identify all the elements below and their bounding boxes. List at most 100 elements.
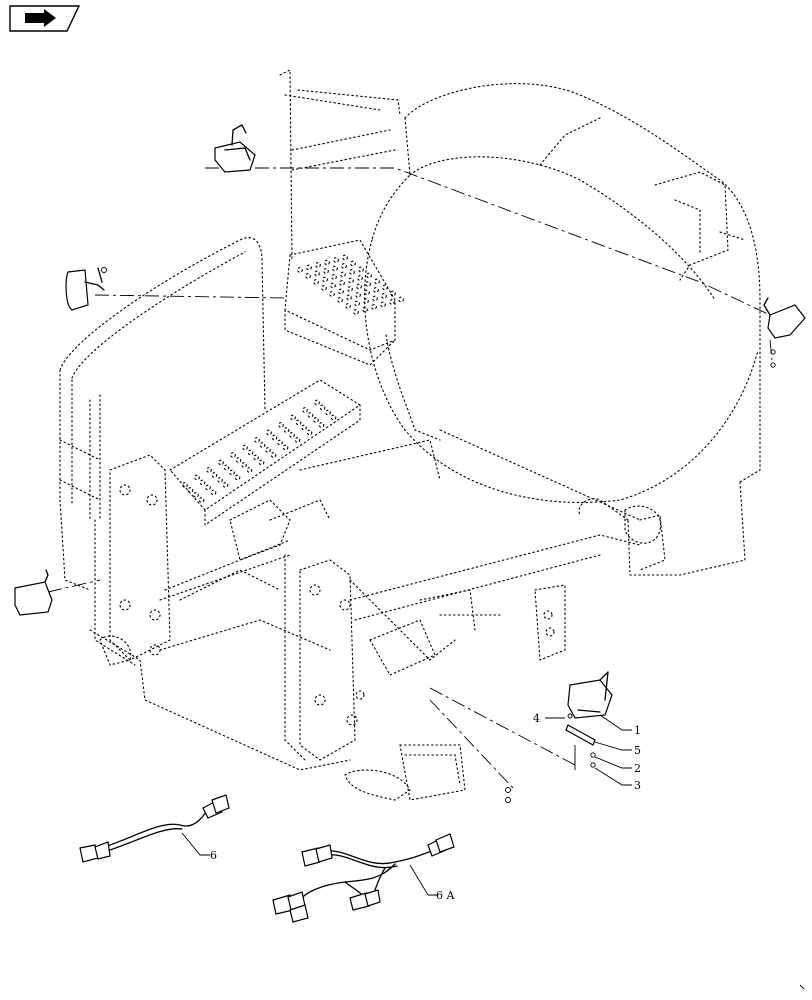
perforation [230,452,236,458]
perforation [242,444,248,451]
perforation [217,477,223,483]
perforation [314,399,320,406]
perforation [182,482,188,488]
perforation [234,474,241,481]
perforation [350,260,356,267]
handrail [59,237,266,591]
perforation [229,469,235,476]
perforation [222,482,229,488]
frame-holes [119,484,555,726]
perforation [258,459,265,466]
perforation [341,263,347,269]
callout-labels: 4 1 5 2 3 6 6 A [210,712,641,902]
callout-1: 1 [634,724,641,737]
perforation [315,262,321,268]
perforation [349,269,355,275]
perforation [373,287,379,293]
harness-6 [79,794,230,863]
perforation [194,474,200,481]
upper-step [284,239,396,366]
perforation [345,303,351,309]
perforation [354,300,360,307]
return-arrow-icon[interactable] [9,5,81,32]
corner-mark [799,984,805,990]
callout-2: 2 [634,762,641,775]
perforation [319,404,326,411]
perforation [380,301,386,308]
perforation [297,267,303,273]
perforation [277,439,283,446]
harness-6a [272,833,455,923]
perforation [259,442,266,448]
perforation [330,414,337,421]
perforation [372,295,378,302]
work-lamp-lower-left [14,569,53,616]
perforation [381,293,387,299]
perforation [193,492,199,498]
perforation [295,419,302,426]
callout-6: 6 [210,849,217,862]
perforation [321,285,327,291]
perforation [324,259,330,266]
perforation [199,479,206,486]
perforation [340,271,346,278]
perforation [289,432,295,438]
perforation [305,273,311,279]
perforation [353,309,359,315]
perforation [306,264,312,271]
perforation [270,452,277,458]
work-lamp-right [763,297,806,368]
perforation [348,277,354,284]
perforation [342,254,348,261]
perforation [366,272,372,279]
perforation [329,291,335,297]
perforation [307,412,314,418]
callout-3: 3 [634,779,641,792]
callout-4: 4 [533,712,540,725]
perforation [313,417,319,423]
perforation [223,464,230,471]
perforation [241,462,247,468]
perforation [283,427,290,433]
perforation [325,409,331,416]
perforation [330,282,336,289]
perforation [211,472,218,478]
perforation [323,268,329,274]
perforation [332,265,338,272]
perforation [254,437,260,443]
callout-5: 5 [634,744,641,757]
perforation [339,280,345,286]
perforation [271,434,278,441]
perforation [355,292,361,298]
perforation [362,306,368,313]
perforation [382,284,388,291]
perforation [290,414,296,421]
perforation [398,296,404,303]
perforation [371,304,377,310]
perforation [205,484,211,491]
perforation [253,454,259,461]
perforation [338,288,344,295]
perforation [318,422,325,428]
perforation [198,497,205,503]
assembly-leader-lines [47,167,773,791]
perforation [365,281,371,287]
perforation [346,294,352,301]
perforation [357,275,363,281]
lower-step [169,379,362,527]
perforation [356,283,362,290]
perforation [390,290,396,297]
perforation [218,459,224,466]
perforation [246,467,253,473]
perforation [374,278,380,285]
perforation [301,424,307,431]
callout-6a: 6 A [436,889,455,902]
perforation [187,487,194,493]
perforation [358,266,364,273]
work-lamp-top [214,124,256,173]
perforation [306,429,313,436]
work-lamp-left [65,267,107,311]
perforation [247,449,254,456]
perforation [322,276,328,283]
